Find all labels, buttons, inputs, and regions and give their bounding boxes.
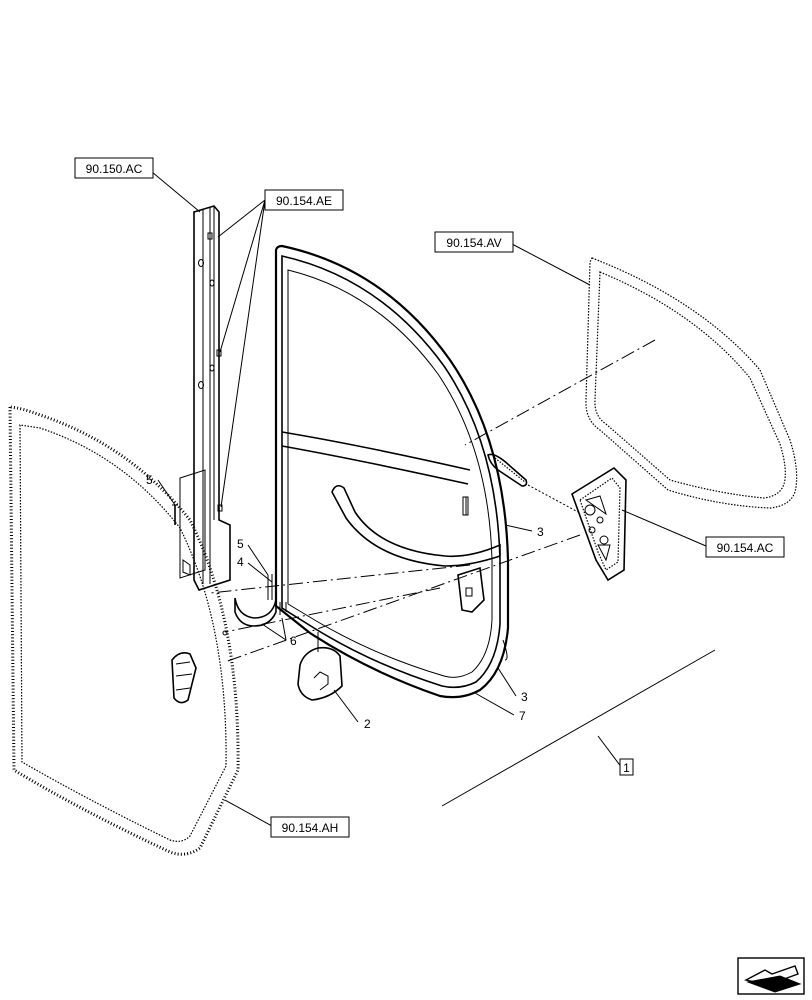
side-window-panel (585, 257, 798, 509)
ref-label-90-154-ac[interactable]: 90.154.AC (705, 536, 785, 558)
assembly-number: 1 (623, 761, 630, 775)
door-pillar (179, 205, 231, 591)
callout-2: 2 (364, 717, 371, 731)
door-frame (274, 244, 510, 699)
striker-block (297, 646, 343, 701)
latch-mechanism (571, 466, 627, 582)
pin-left (172, 504, 178, 525)
ref-label-text: 90.154.AE (276, 194, 332, 208)
callout-3-upper: 3 (537, 525, 544, 539)
leader-lines (151, 171, 716, 827)
ref-label-90-154-ae[interactable]: 90.154.AE (264, 189, 344, 211)
ref-label-90-154-ah[interactable]: 90.154.AH (270, 816, 350, 838)
callout-7: 7 (519, 709, 526, 723)
ref-label-text: 90.150.AC (86, 162, 143, 176)
next-page-arrow-icon[interactable] (737, 957, 805, 995)
ref-label-90-154-av[interactable]: 90.154.AV (434, 231, 514, 253)
door-glass-panel (8, 405, 240, 856)
ref-label-assembly[interactable]: 1 (619, 758, 634, 776)
callout-4: 4 (237, 555, 244, 569)
ref-label-text: 90.154.AH (282, 821, 339, 835)
seal-strips (502, 639, 508, 661)
ref-label-90-150-ac[interactable]: 90.150.AC (74, 157, 154, 179)
ref-label-text: 90.154.AV (446, 236, 501, 250)
glass-handle (171, 652, 197, 704)
callout-5-mid: 5 (237, 537, 244, 551)
ref-label-text: 90.154.AC (717, 541, 774, 555)
callout-3-lower: 3 (521, 690, 528, 704)
hinge-bracket (222, 574, 287, 636)
callout-5-left: 5 (146, 473, 153, 487)
latch-rod (487, 453, 579, 513)
centerlines (209, 339, 656, 663)
callout-6: 6 (290, 634, 297, 648)
